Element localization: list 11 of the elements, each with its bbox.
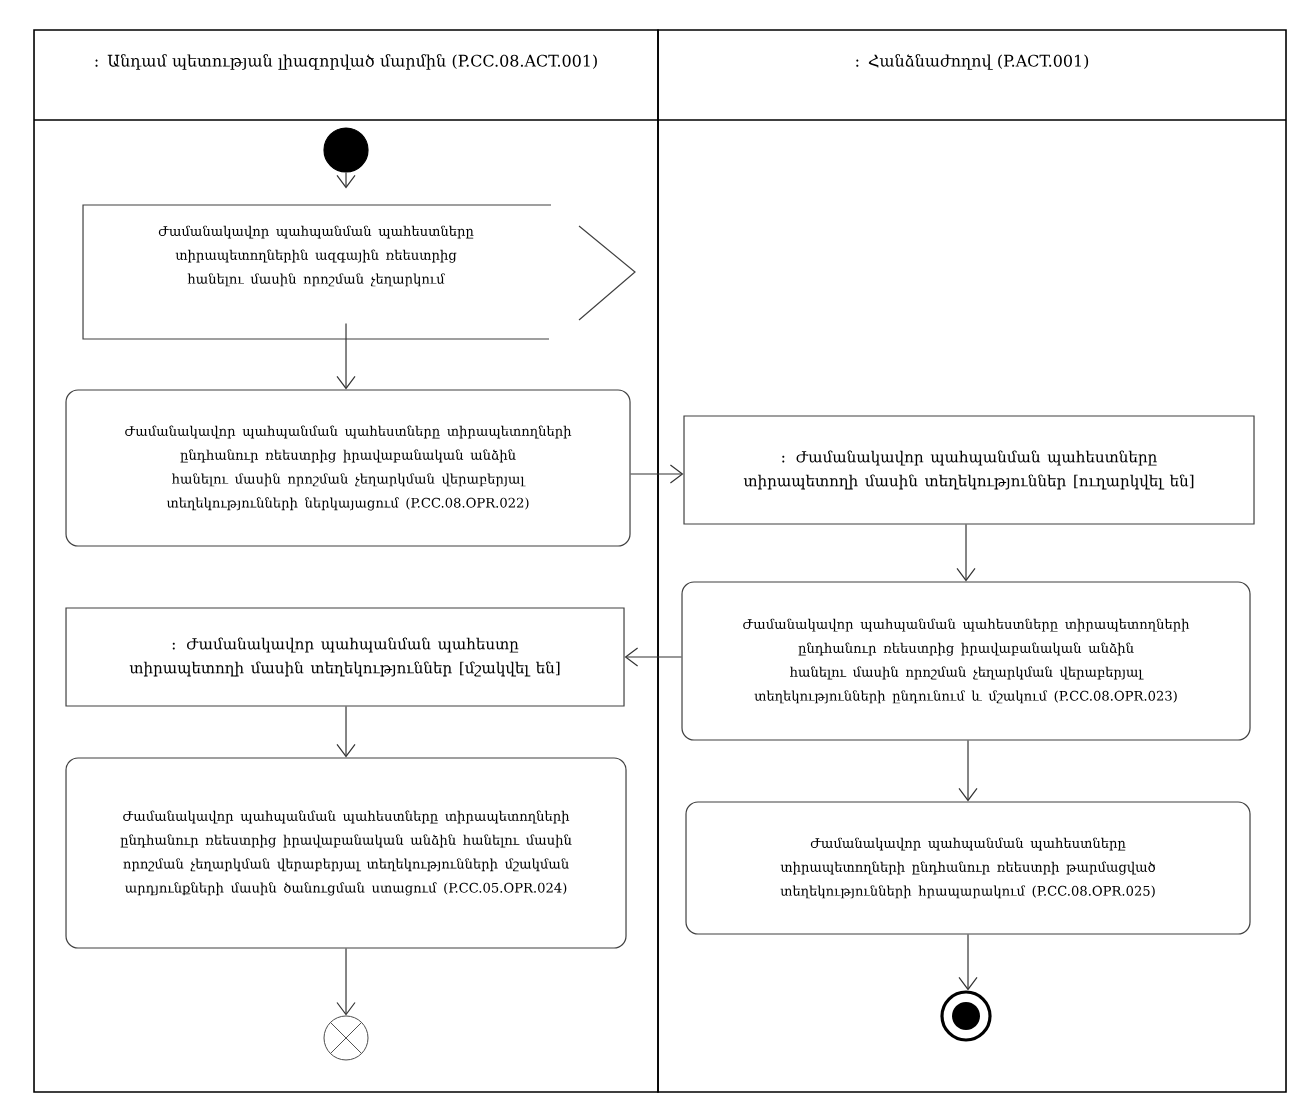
arrow [956,524,976,582]
final-node [940,990,992,1042]
arrow [624,647,682,667]
arrow [336,323,356,390]
flow-final-node [323,1015,369,1061]
arrow [958,740,978,802]
arrow [958,934,978,991]
arrow [336,948,356,1016]
arrow [336,706,356,758]
initial-node [323,127,369,173]
arrow [630,464,684,484]
